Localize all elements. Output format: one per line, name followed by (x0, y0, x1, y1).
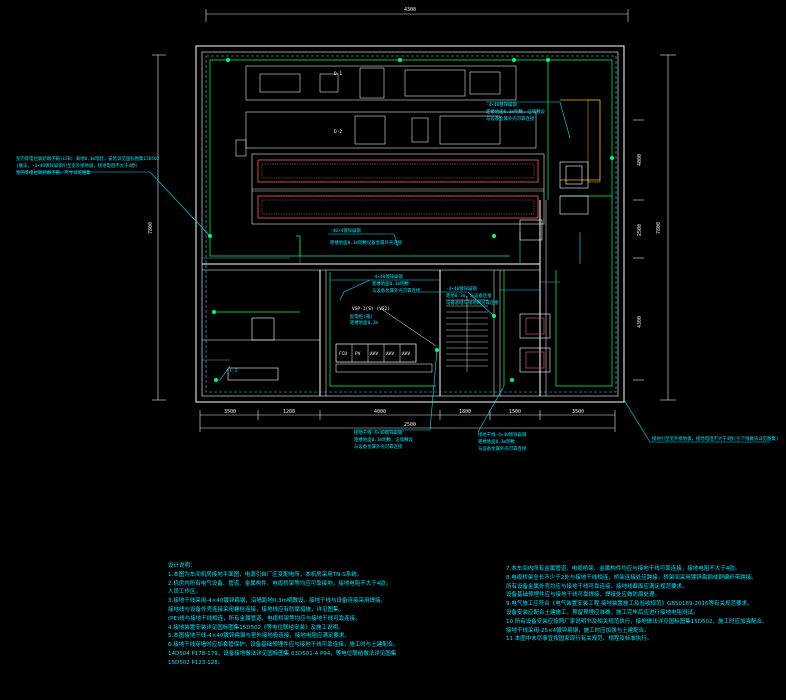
note-line: 2.机房内所有电气设备、管道、金属构件、电缆桥架等均应可靠接地，接地电阻不大于4… (168, 580, 392, 587)
note-line: 1.本图为车间机房接地平面图，电源引自厂区变配电所，本机房采用TN-S系统。 (168, 571, 363, 578)
note-line: 8.电缆桥架全长不少于2处与接地干线相连，桥架连接处应跨接，桥架间采用镀锌扁钢或… (506, 574, 757, 581)
panel-labels: FCU PV AAV AAV AAV VSP-1(S) (VS2) (339, 306, 410, 357)
dimension-lines (152, 9, 676, 432)
ahu-label: D-1 (334, 71, 342, 77)
room-tag: L-2 (230, 368, 238, 373)
wall-hatch (202, 240, 560, 361)
mid-callout-line: -4×40镀锌扁钢 (446, 285, 477, 292)
dim-seg: 4000 (374, 409, 386, 415)
note-line: 接地线与设备外壳连接采用螺栓连接，接地线应有防腐措施，详见图集。 (168, 606, 345, 613)
dim-left: 7800 (148, 222, 154, 234)
top-right-callout-line: -4×40镀锌扁钢 (486, 101, 517, 108)
note-line: 15D502 P123-128。 (168, 659, 224, 666)
mid-callout-line: 距地0.3m，与设备连接 (446, 292, 492, 299)
design-notes-left: 设计说明： 1.本图为车间机房接地平面图，电源引自厂区变配电所，本机房采用TN-… (168, 562, 399, 668)
dim-top: 4300 (404, 7, 416, 13)
panel-label: AAV (370, 351, 378, 357)
dim-seg: 1200 (283, 409, 295, 415)
ground-rods (208, 58, 614, 382)
mid-callout-line: 与设备金属外壳可靠连接 (372, 287, 421, 294)
building-walls (195, 45, 625, 403)
callouts: 室内等电位联结端子箱(LEB) 离地0.3m暗装，安装详见国标图集15D502 … (16, 101, 778, 452)
bottom-callout-line: 接地干线-4×40镀锌扁钢 (478, 431, 527, 438)
control-cabinet (227, 317, 279, 381)
mid-callout-line: -40×4镀锌扁钢 (330, 227, 361, 234)
note-line: 设备基础预埋件应与接地干线可靠焊接，焊接处应做防腐处理。 (506, 592, 661, 599)
note-line: 6.接地干线穿墙时应加套管保护，设备基础预埋件应与接地干线可靠连接，施工时与土建… (168, 642, 399, 649)
note-line: 7.本车间内所有金属管道、电缆桥架、金属构件均应与接地干线可靠连接，接地电阻不大… (506, 566, 741, 572)
dim-seg: 1500 (509, 409, 521, 415)
left-callout-line: 室内等电位联结端子箱(LEB) 离地0.3m暗装，安装详见国标图集15D502 (16, 155, 160, 162)
note-line: 11.本图中未尽事宜按国家现行有关规范、规程及标准执行。 (506, 636, 653, 643)
pumps (519, 161, 589, 373)
left-callout-line: 室内等电位联结端子箱，尺寸详见图集 (16, 169, 91, 176)
dim-seg: 3500 (224, 409, 236, 415)
dim-seg: 3500 (572, 409, 584, 415)
mid-callout-line: -4×40镀锌扁钢 (372, 273, 403, 280)
dimension-texts: 4300 7800 7800 4000 2500 4300 2500 3500 … (148, 7, 662, 428)
note-line: 设备安装应配合土建施工，预留预埋应准确，施工完毕后应进行接地电阻测试。 (506, 609, 699, 616)
panel-label: PV (355, 351, 361, 357)
bottom-callout-line: 距楼地面0.3m明敷 (478, 438, 516, 445)
room-callout-line: 配电柜(箱) (350, 313, 373, 320)
bottom-callout-line: 距楼地面0.3m明敷，沿墙敷设 (354, 436, 413, 443)
right-long-callout: 接地引至室外接地极，接地电阻不大于4欧(引下线做法详见图集) (652, 435, 778, 442)
orange-wiring (560, 99, 601, 183)
dim-right: 7800 (656, 222, 662, 234)
top-right-callout-line: 与设备金属外壳可靠连接 (486, 115, 535, 122)
dim-right-mid: 2500 (637, 224, 643, 236)
note-line: 所有设备金属外壳均应与接地干线可靠连接，接地线截面应满足规范要求。 (506, 583, 688, 590)
left-callout-line: (做法，-4×40镀锌扁钢引至室外接地极，接地电阻不大于4欧) (16, 162, 138, 169)
air-handling-units (235, 65, 537, 157)
mid-callout-line: 距楼地面0.3m明敷设备金属外壳连接 (330, 239, 403, 246)
note-line: 5.本图接地干线-4×40镀锌扁钢与室外接地极连接，接地电阻应满足要求。 (168, 633, 350, 640)
distribution-panel (335, 307, 437, 373)
ground-bus (209, 59, 613, 387)
dim-bottom: 2500 (404, 422, 416, 428)
note-line: 14D504 P178-179，设备接地做法详见国标图集 03D501-4 P9… (168, 650, 397, 657)
note-line: 3.接地干线采用-4×40镀锌扁钢，沿墙距地0.3m明敷设，接地干线与设备连接采… (168, 598, 386, 605)
leader-lines (16, 101, 770, 443)
dim-seg: 1800 (459, 409, 471, 415)
dim-right-lower: 4300 (637, 316, 643, 328)
ahu-labels: D-1 D-2 (334, 71, 342, 135)
panel-label: AAV (386, 351, 394, 357)
note-line: 10.所有设备安装应按照厂家说明书及相关规范执行，接地做法详见国标图集15D50… (506, 618, 768, 625)
bottom-callout-line: 接地干线-4×40镀锌扁钢 (354, 429, 403, 436)
design-notes-right: 7.本车间内所有金属管道、电缆桥架、金属构件均应与接地干线可靠连接，接地电阻不大… (506, 565, 767, 644)
stairs (446, 296, 488, 372)
ahu-label: D-2 (334, 129, 342, 135)
panel-title: VSP-1(S) (VS2) (352, 306, 390, 312)
boilers (251, 153, 545, 225)
notes-title: 设计说明： (168, 563, 196, 569)
note-line: 接地干线采用-25×4镀锌扁钢，施工时应加强与土建配合。 (506, 627, 650, 634)
panel-label: AAV (402, 351, 410, 357)
note-line: 人员工作区。 (168, 589, 202, 596)
note-line: 9.电气施工应符合《电气装置安装工程 接地装置施工及验收规范》GB50169-2… (506, 601, 753, 608)
bottom-callout-line: 与设备金属外壳可靠连接 (478, 445, 527, 452)
dim-right-upper: 4000 (637, 154, 643, 166)
room-callout-line: 距楼地面0.3m (350, 319, 378, 326)
top-right-callout-line: 距楼地面0.3m明敷，沿墙敷设 (486, 108, 545, 115)
mid-callout-line: 距楼地面0.3m明敷 (372, 280, 410, 287)
bottom-callout-line: 与设备金属外壳可靠连接 (354, 443, 403, 450)
note-line: (PE)线与接地干线相连，所有金属管道、电缆桥架等均应与接地干线可靠连接。 (168, 615, 361, 622)
note-line: 4.接地装置安装详见国标图集15D502《等电位联结安装》及施工说明。 (168, 624, 344, 631)
mid-callout-line: 设备基础与接地网可靠连接 (446, 299, 499, 306)
panel-label: FCU (339, 351, 347, 357)
